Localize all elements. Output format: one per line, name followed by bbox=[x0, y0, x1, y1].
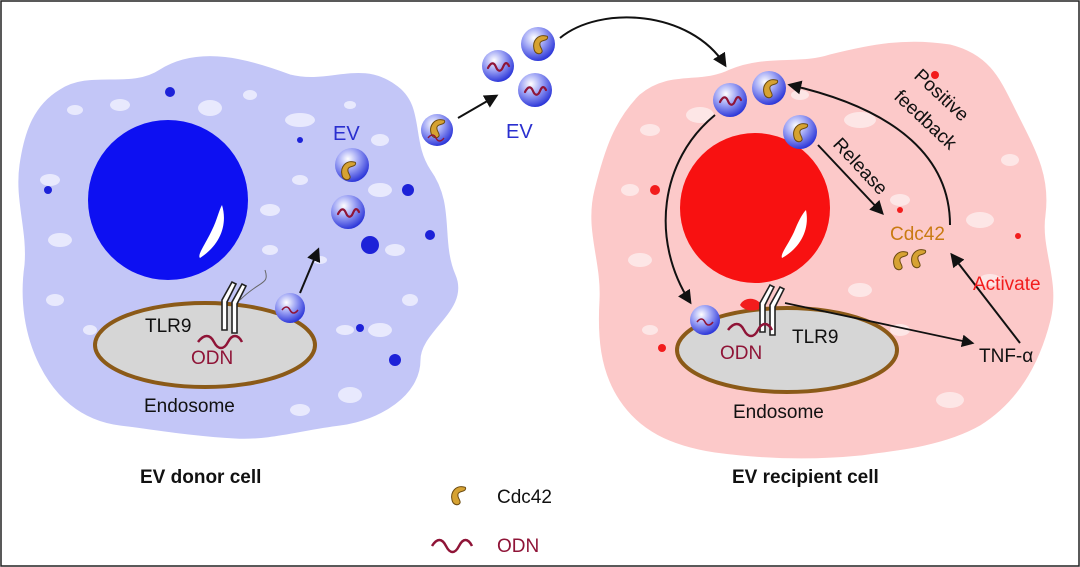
ev-between-label: EV bbox=[506, 121, 533, 143]
legend-cdc42-label: Cdc42 bbox=[497, 487, 552, 508]
recipient-endosome bbox=[675, 306, 899, 394]
donor-endosome bbox=[93, 301, 317, 389]
legend: Cdc42 ODN bbox=[430, 486, 552, 557]
travel-arrow-2 bbox=[559, 16, 727, 68]
cdc42-label: Cdc42 bbox=[890, 224, 945, 245]
recipient-nucleus-highlight bbox=[781, 210, 807, 258]
donor-secretion-arrow bbox=[299, 247, 321, 294]
recipient-odn-strand bbox=[727, 322, 774, 338]
ev-in-donor-label: EV bbox=[333, 123, 360, 145]
recipient-fusing-ev bbox=[690, 305, 720, 335]
recipient-vesicles bbox=[621, 90, 1019, 408]
activate-arrow bbox=[950, 252, 1021, 344]
recipient-granules bbox=[650, 71, 1021, 352]
recipient-nucleus bbox=[680, 133, 830, 283]
donor-granules bbox=[44, 87, 435, 366]
endosome-recipient-label: Endosome bbox=[733, 402, 824, 423]
activate-label: Activate bbox=[973, 274, 1041, 295]
uptake-arrow bbox=[664, 114, 716, 305]
recipient-ev-odn bbox=[713, 83, 747, 117]
release-arrow bbox=[817, 144, 884, 216]
positive-feedback-arrow bbox=[787, 80, 951, 226]
donor-nucleus-highlight bbox=[199, 205, 224, 258]
recipient-cytoplasm bbox=[591, 41, 1054, 459]
donor-vesicles bbox=[40, 90, 418, 416]
donor-tlr9-receptor bbox=[221, 269, 267, 334]
endosome-donor-label: Endosome bbox=[144, 396, 235, 417]
donor-nucleus bbox=[88, 120, 248, 280]
donor-title: EV donor cell bbox=[140, 467, 261, 488]
recipient-title: EV recipient cell bbox=[732, 467, 879, 488]
odn-donor-label: ODN bbox=[191, 348, 233, 369]
donor-odn-strand bbox=[197, 334, 244, 350]
odn-strand-icon bbox=[430, 538, 474, 554]
donor-ev-odn bbox=[331, 195, 365, 229]
cdc42-protein-icon bbox=[451, 486, 467, 506]
donor-cell bbox=[18, 56, 459, 439]
tnf-label: TNF-α bbox=[979, 346, 1033, 367]
travel-arrow-1 bbox=[457, 94, 499, 119]
tlr9-donor-label: TLR9 bbox=[145, 316, 191, 337]
travelling-evs bbox=[457, 16, 727, 119]
donor-budding-ev bbox=[275, 293, 305, 323]
recipient-tlr9-receptor bbox=[759, 283, 786, 336]
recipient-cell bbox=[591, 41, 1054, 459]
odn-recipient-label: ODN bbox=[720, 343, 762, 364]
tlr9-to-tnf-arrow bbox=[784, 302, 975, 348]
tlr9-recipient-label: TLR9 bbox=[792, 327, 838, 348]
legend-odn-label: ODN bbox=[497, 536, 539, 557]
